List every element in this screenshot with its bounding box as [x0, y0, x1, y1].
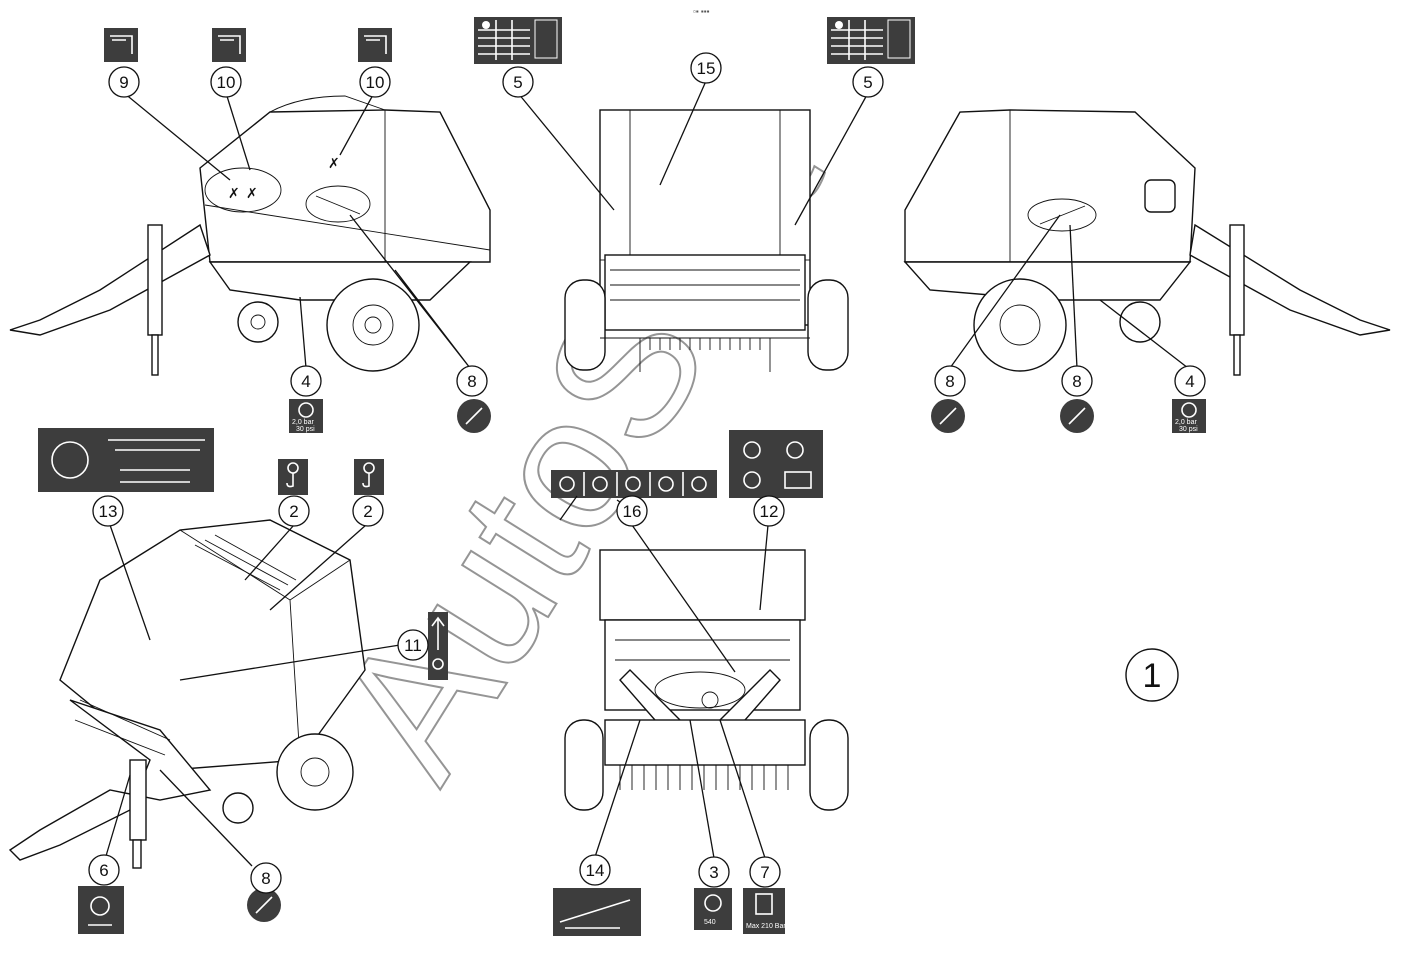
callout-8a: 8: [456, 365, 488, 397]
svg-text:13: 13: [99, 502, 118, 521]
decal-9: [104, 28, 138, 62]
decal-16-strip: [551, 470, 717, 498]
svg-text:9: 9: [119, 73, 128, 92]
svg-text:11: 11: [404, 636, 422, 655]
callout-10b: 10: [359, 66, 391, 98]
svg-text:8: 8: [467, 372, 476, 391]
svg-text:✗: ✗: [328, 155, 340, 171]
svg-text:8: 8: [261, 869, 270, 888]
svg-text:15: 15: [697, 59, 716, 78]
callout-13: 13: [92, 495, 124, 527]
svg-text:540: 540: [704, 919, 716, 926]
decal-4b-tyre-pressure: 2,0 bar 30 psi: [1172, 399, 1206, 433]
callout-10a: 10: [210, 66, 242, 98]
callout-16: 16: [616, 495, 648, 527]
decal-2a-hook: [278, 459, 308, 495]
callout-7: 7: [749, 856, 781, 888]
figure-number: 1: [1125, 648, 1179, 702]
callout-5a: 5: [502, 66, 534, 98]
decal-10b: [358, 28, 392, 62]
svg-text:✗: ✗: [228, 185, 240, 201]
callout-5b: 5: [852, 66, 884, 98]
svg-text:16: 16: [623, 502, 642, 521]
svg-text:8: 8: [1072, 372, 1081, 391]
callout-12: 12: [753, 495, 785, 527]
callout-14: 14: [579, 854, 611, 886]
callout-4a: 4: [290, 365, 322, 397]
decal-14: [553, 888, 641, 936]
callout-8b: 8: [934, 365, 966, 397]
callout-2b: 2: [352, 495, 384, 527]
decal-12: [729, 430, 823, 498]
decal-4a-tyre-pressure: 2,0 bar 30 psi: [289, 399, 323, 433]
decal-6: [78, 886, 124, 934]
svg-text:10: 10: [366, 73, 385, 92]
svg-text:2: 2: [289, 502, 298, 521]
svg-text:14: 14: [586, 861, 605, 880]
svg-text:30 psi: 30 psi: [1179, 426, 1198, 433]
callout-6: 6: [88, 854, 120, 886]
baler-side-view-right: [903, 109, 1391, 376]
svg-text:8: 8: [945, 372, 954, 391]
corner-mark: ▫▪ ▪▪▪: [693, 7, 710, 16]
callout-8c: 8: [1061, 365, 1093, 397]
decal-3-pto-speed: 540: [694, 888, 732, 930]
svg-text:7: 7: [760, 863, 769, 882]
decal-5b-table: [827, 17, 915, 64]
svg-text:3: 3: [709, 863, 718, 882]
decal-5a-table: [474, 17, 562, 64]
svg-text:2,0 bar: 2,0 bar: [292, 419, 314, 426]
callout-11: 11: [397, 629, 429, 661]
callout-2a: 2: [278, 495, 310, 527]
callout-15: 15: [690, 52, 722, 84]
svg-text:5: 5: [863, 73, 872, 92]
callout-9: 9: [108, 66, 140, 98]
baler-perspective-view: [8, 519, 366, 869]
baler-front-view: [564, 549, 849, 811]
decal-7-hydraulic: Max 210 Bar: [743, 888, 786, 934]
decal-2b-hook: [354, 459, 384, 495]
leader-lines: [105, 80, 1189, 867]
decal-11: [428, 612, 448, 680]
svg-text:5: 5: [513, 73, 522, 92]
callout-8d: 8: [250, 862, 282, 894]
svg-text:4: 4: [301, 372, 310, 391]
svg-text:12: 12: [760, 502, 779, 521]
baler-rear-view: [564, 109, 849, 372]
decal-8-grease-b: [931, 399, 965, 433]
svg-text:2: 2: [363, 502, 372, 521]
baler-side-view-left: ✗ ✗ ✗: [9, 95, 491, 376]
decal-8-grease-d: [247, 888, 281, 922]
decal-8-grease-c: [1060, 399, 1094, 433]
callout-4b: 4: [1174, 365, 1206, 397]
svg-text:1: 1: [1143, 657, 1162, 695]
callout-3: 3: [698, 856, 730, 888]
svg-text:6: 6: [99, 861, 108, 880]
svg-text:10: 10: [217, 73, 236, 92]
decal-10a: [212, 28, 246, 62]
svg-text:Max 210 Bar: Max 210 Bar: [746, 923, 786, 930]
svg-text:2,0 bar: 2,0 bar: [1175, 419, 1197, 426]
decal-13: [38, 428, 214, 492]
svg-text:✗: ✗: [246, 185, 258, 201]
svg-text:4: 4: [1185, 372, 1194, 391]
decal-8-grease-a: [457, 399, 491, 433]
svg-text:30 psi: 30 psi: [296, 426, 315, 433]
